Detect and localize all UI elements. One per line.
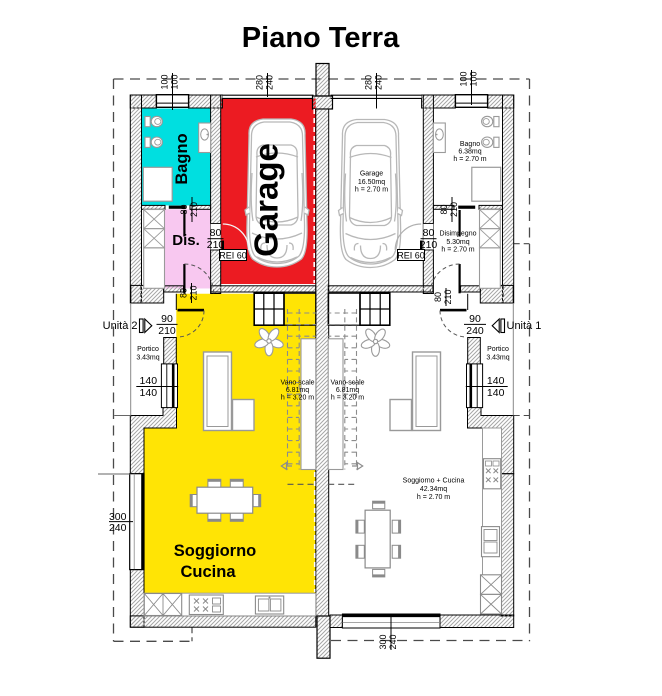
svg-text:210: 210: [443, 289, 453, 304]
svg-text:210: 210: [188, 285, 198, 300]
svg-text:280: 280: [254, 75, 264, 90]
svg-text:210: 210: [449, 202, 459, 217]
svg-text:90: 90: [161, 313, 173, 325]
svg-text:210: 210: [158, 325, 176, 337]
svg-text:Disimpegno: Disimpegno: [440, 231, 477, 238]
svg-text:140: 140: [487, 375, 505, 387]
svg-text:100: 100: [468, 71, 478, 86]
svg-text:h = 3.20 m: h = 3.20 m: [281, 394, 314, 401]
svg-text:300: 300: [378, 634, 388, 649]
svg-text:80: 80: [179, 204, 189, 214]
svg-text:240: 240: [373, 75, 383, 90]
svg-text:Piano Terra: Piano Terra: [242, 22, 400, 54]
svg-text:h = 2.70 m: h = 2.70 m: [355, 187, 388, 194]
svg-text:90: 90: [469, 313, 481, 325]
svg-text:3.43mq: 3.43mq: [136, 354, 159, 361]
svg-text:h = 3.20 m: h = 3.20 m: [331, 394, 364, 401]
svg-text:Cucina: Cucina: [180, 563, 236, 581]
svg-text:210: 210: [420, 239, 438, 251]
svg-text:Bagno: Bagno: [173, 133, 191, 184]
svg-text:6.81mq: 6.81mq: [286, 387, 309, 394]
svg-text:80: 80: [433, 292, 443, 302]
svg-text:Unità 2: Unità 2: [103, 320, 138, 332]
svg-text:Dis.: Dis.: [172, 232, 200, 249]
svg-text:140: 140: [487, 387, 505, 399]
svg-text:Garage: Garage: [360, 171, 383, 178]
svg-text:300: 300: [109, 511, 127, 523]
svg-text:Vano scale: Vano scale: [330, 379, 364, 386]
svg-text:210: 210: [189, 202, 199, 217]
svg-text:80: 80: [439, 204, 449, 214]
svg-text:140: 140: [140, 375, 158, 387]
svg-text:80: 80: [178, 288, 188, 298]
svg-text:6.38mq: 6.38mq: [458, 149, 481, 156]
svg-text:h = 2.70 m: h = 2.70 m: [417, 494, 450, 501]
svg-text:Bagno: Bagno: [460, 141, 480, 148]
svg-text:h = 2.70 m: h = 2.70 m: [441, 246, 474, 253]
svg-text:6.81mq: 6.81mq: [336, 387, 359, 394]
svg-text:100: 100: [458, 71, 468, 86]
svg-text:REI 60: REI 60: [397, 250, 425, 260]
svg-text:140: 140: [140, 387, 158, 399]
svg-text:3.43mq: 3.43mq: [486, 354, 509, 361]
svg-text:80: 80: [423, 227, 435, 239]
svg-text:16.50mq: 16.50mq: [358, 179, 385, 186]
svg-text:42.34mq: 42.34mq: [420, 486, 447, 493]
svg-text:240: 240: [466, 325, 484, 337]
svg-text:80: 80: [210, 227, 222, 239]
svg-text:h = 2.70 m: h = 2.70 m: [453, 156, 486, 163]
svg-text:210: 210: [207, 239, 225, 251]
svg-text:100: 100: [169, 74, 179, 89]
svg-text:REI 60: REI 60: [219, 250, 247, 260]
svg-text:Portico: Portico: [487, 346, 509, 353]
svg-text:240: 240: [109, 522, 127, 534]
svg-text:Portico: Portico: [137, 346, 159, 353]
svg-text:240: 240: [264, 75, 274, 90]
svg-text:100: 100: [159, 74, 169, 89]
svg-text:240: 240: [388, 634, 398, 649]
svg-text:5.30mq: 5.30mq: [446, 239, 469, 246]
svg-text:280: 280: [363, 75, 373, 90]
svg-text:Unità 1: Unità 1: [507, 320, 542, 332]
svg-text:Soggiorno: Soggiorno: [174, 542, 256, 560]
svg-text:Soggiorno + Cucina: Soggiorno + Cucina: [403, 478, 465, 485]
svg-text:Vano scale: Vano scale: [280, 379, 314, 386]
svg-text:Garage: Garage: [248, 143, 285, 257]
